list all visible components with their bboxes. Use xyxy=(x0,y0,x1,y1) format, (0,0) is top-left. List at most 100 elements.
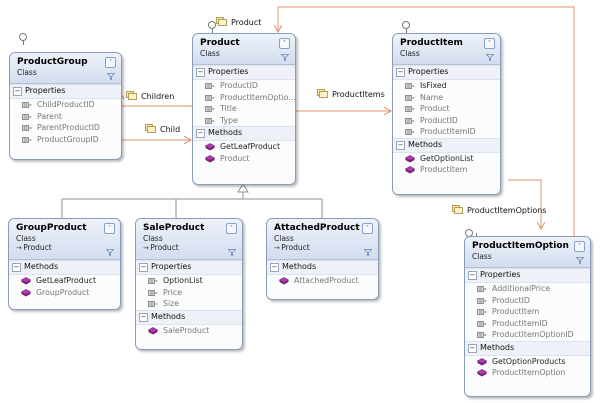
property-name: ChildProductID xyxy=(37,100,95,109)
property-icon xyxy=(477,297,487,305)
class-stereotype: Class xyxy=(16,234,36,243)
method-icon xyxy=(404,166,416,174)
collapse-chevron-icon[interactable]: ˄ xyxy=(226,223,237,234)
method-row[interactable]: GroupProduct xyxy=(9,287,120,299)
filter-icon[interactable] xyxy=(280,54,290,61)
filter-icon[interactable] xyxy=(363,249,373,256)
property-row[interactable]: AdditionalPrice xyxy=(465,283,590,295)
section-header-methods[interactable]: −Methods xyxy=(267,260,378,275)
interface-lollipop xyxy=(208,21,216,29)
section-header-properties[interactable]: −Properties xyxy=(10,84,121,99)
property-row[interactable]: ProductItemOptionID xyxy=(465,329,590,341)
property-row[interactable]: OptionList xyxy=(136,275,242,287)
filter-icon[interactable] xyxy=(227,249,237,256)
section-label: Properties xyxy=(208,67,249,76)
property-row[interactable]: Name xyxy=(393,92,500,104)
collapse-chevron-icon[interactable]: ˄ xyxy=(484,38,495,49)
class-stereotype: Class xyxy=(472,252,492,261)
section-toggle-icon[interactable]: − xyxy=(12,263,21,272)
property-row[interactable]: IsFixed xyxy=(393,80,500,92)
section-toggle-icon[interactable]: − xyxy=(196,129,205,138)
section-header-methods[interactable]: −Methods xyxy=(136,309,242,325)
collapse-chevron-icon[interactable]: ˄ xyxy=(362,223,373,234)
association-label-icon xyxy=(126,91,137,100)
section-toggle-icon[interactable]: − xyxy=(396,68,405,77)
property-icon xyxy=(22,136,32,144)
property-row[interactable]: ProductItemID xyxy=(393,126,500,138)
method-row[interactable]: Product xyxy=(193,153,295,165)
property-row[interactable]: ProductGroupID xyxy=(10,134,121,146)
section-toggle-icon[interactable]: − xyxy=(139,263,148,272)
property-row[interactable]: Title xyxy=(193,103,295,115)
property-row[interactable]: Size xyxy=(136,298,242,310)
property-row[interactable]: ProductID xyxy=(465,295,590,307)
method-row[interactable]: GetOptionProducts xyxy=(465,356,590,368)
property-row[interactable]: Parent xyxy=(10,111,121,123)
section-label: Methods xyxy=(408,139,443,149)
property-icon xyxy=(477,285,487,293)
collapse-chevron-icon[interactable]: ˄ xyxy=(104,223,115,234)
filter-icon[interactable] xyxy=(105,249,115,256)
method-row[interactable]: GetOptionList xyxy=(393,153,500,165)
collapse-chevron-icon[interactable]: ˄ xyxy=(105,57,116,68)
property-name: ParentProductID xyxy=(37,123,100,132)
method-name: GetOptionProducts xyxy=(492,356,566,366)
property-icon xyxy=(405,117,415,125)
section-toggle-icon[interactable]: − xyxy=(396,140,405,150)
association-label-productitemoptions: ProductItemOptions xyxy=(452,205,546,215)
section-toggle-icon[interactable]: − xyxy=(13,87,22,96)
property-name: ProductItemID xyxy=(492,318,548,328)
property-icon xyxy=(405,94,415,102)
section-header-properties[interactable]: −Properties xyxy=(393,65,500,80)
property-row[interactable]: ChildProductID xyxy=(10,99,121,111)
section-toggle-icon[interactable]: − xyxy=(270,263,279,272)
property-name: Size xyxy=(163,299,180,308)
class-title: ProductItem xyxy=(400,38,463,48)
section-header-methods[interactable]: −Methods xyxy=(393,137,500,153)
inherits-arrow-icon: → xyxy=(274,244,282,252)
property-row[interactable]: ProductItemID xyxy=(465,318,590,330)
property-row[interactable]: Product xyxy=(393,103,500,115)
method-row[interactable]: GetLeafProduct xyxy=(9,275,120,287)
class-stereotype: Class xyxy=(274,234,294,243)
section-toggle-icon[interactable]: − xyxy=(196,68,205,77)
property-name: ProductItemOptionID xyxy=(492,330,574,339)
section-toggle-icon[interactable]: − xyxy=(139,312,148,322)
property-row[interactable]: Price xyxy=(136,287,242,299)
class-stereotype: Class xyxy=(200,49,220,58)
section-header-methods[interactable]: −Methods xyxy=(193,126,295,141)
section-header-properties[interactable]: −Properties xyxy=(465,268,590,283)
filter-icon[interactable] xyxy=(575,257,585,264)
collapse-chevron-icon[interactable]: ˄ xyxy=(279,38,290,49)
method-row[interactable]: GetLeafProduct xyxy=(193,141,295,153)
method-row[interactable]: ProductItemOption xyxy=(465,367,590,379)
section-header-methods[interactable]: −Methods xyxy=(465,340,590,356)
property-row[interactable]: ProductItemOptio... xyxy=(193,92,295,104)
class-stereotype: Class xyxy=(400,49,420,58)
collapse-chevron-icon[interactable]: ˄ xyxy=(574,241,585,252)
property-row[interactable]: ProductItem xyxy=(465,306,590,318)
property-row[interactable]: ProductID xyxy=(393,115,500,127)
property-row[interactable]: ParentProductID xyxy=(10,122,121,134)
section-header-properties[interactable]: −Properties xyxy=(136,260,242,275)
method-row[interactable]: SaleProduct xyxy=(136,325,242,337)
property-row[interactable]: Type xyxy=(193,115,295,127)
property-row[interactable]: ProductID xyxy=(193,80,295,92)
filter-icon[interactable] xyxy=(106,73,116,80)
section-toggle-icon[interactable]: − xyxy=(468,343,477,353)
inheritance-triangle xyxy=(237,183,249,193)
section-header-methods[interactable]: −Methods xyxy=(9,260,120,275)
filter-icon[interactable] xyxy=(485,54,495,61)
method-row[interactable]: ProductItem xyxy=(393,164,500,176)
method-row[interactable]: AttachedProduct xyxy=(267,275,378,287)
section-toggle-icon[interactable]: − xyxy=(468,271,477,280)
section-header-properties[interactable]: −Properties xyxy=(193,65,295,80)
